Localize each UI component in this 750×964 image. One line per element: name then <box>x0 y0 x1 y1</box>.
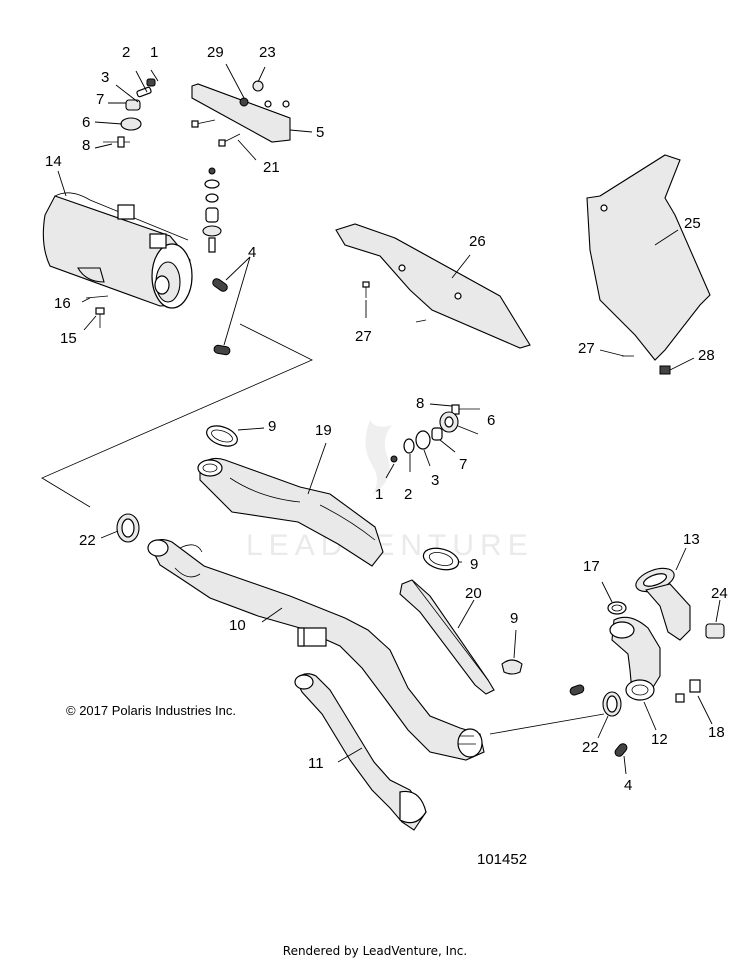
callout-10: 10 <box>229 617 246 634</box>
callout-9: 9 <box>268 418 276 435</box>
header-pipe-12 <box>609 616 661 731</box>
shield-20 <box>399 579 495 695</box>
clamp-9-middle <box>422 547 462 571</box>
stud-18 <box>675 679 713 725</box>
muffler-hardware <box>81 295 109 331</box>
seal-ring-17 <box>601 581 627 615</box>
footer-rendered-by: Rendered by LeadVenture, Inc. <box>282 944 468 958</box>
pipe-11 <box>294 673 427 831</box>
callout-15: 15 <box>60 330 77 347</box>
muffler-14 <box>42 170 193 309</box>
callout-14: 14 <box>45 153 62 170</box>
header-flange-13 <box>635 547 691 641</box>
pipe-10 <box>147 539 485 761</box>
springs-4-upper <box>212 256 251 356</box>
callout-28: 28 <box>698 347 715 364</box>
watermark-text: LEADVENTURE <box>246 529 534 562</box>
copyright-notice: © 2017 Polaris Industries Inc. <box>66 703 236 718</box>
callout-11: 11 <box>308 755 324 772</box>
callout-4b: 4 <box>624 777 632 794</box>
callout-6: 6 <box>82 114 90 131</box>
callout-13: 13 <box>683 531 700 548</box>
callout-20: 20 <box>465 585 482 602</box>
callout-2b: 2 <box>404 486 412 503</box>
callout-24: 24 <box>711 585 728 602</box>
diagram-id: 101452 <box>477 851 528 868</box>
callout-12: 12 <box>651 731 668 748</box>
mount-hardware-upper <box>94 69 159 149</box>
callout-8b: 8 <box>416 395 424 412</box>
callout-3: 3 <box>101 69 109 86</box>
callout-5: 5 <box>316 124 324 141</box>
callout-8: 8 <box>82 137 90 154</box>
callout-9c: 9 <box>510 610 518 627</box>
callout-29: 29 <box>207 44 224 61</box>
heat-shield-26 <box>335 223 531 349</box>
callout-21: 21 <box>263 159 280 176</box>
callout-7: 7 <box>96 91 104 108</box>
watermark: LEADVENTURE <box>246 420 534 562</box>
clamp-9-lower <box>501 629 523 675</box>
callout-9b: 9 <box>470 556 478 573</box>
callout-22b: 22 <box>582 739 599 756</box>
bracket-5 <box>191 63 313 161</box>
callout-labels: 1 2 3 7 6 8 29 23 5 21 14 4 16 15 26 27 … <box>45 44 728 794</box>
callout-19: 19 <box>315 422 332 439</box>
mount-hardware-middle <box>385 403 480 479</box>
callout-7b: 7 <box>459 456 467 473</box>
plug-24 <box>705 599 725 639</box>
clamp-9-upper <box>206 425 265 447</box>
callout-25: 25 <box>684 215 701 232</box>
callout-3b: 3 <box>431 472 439 489</box>
callout-6b: 6 <box>487 412 495 429</box>
callout-27: 27 <box>355 328 372 345</box>
callout-22: 22 <box>79 532 96 549</box>
callout-4: 4 <box>248 244 256 261</box>
callout-23: 23 <box>259 44 276 61</box>
callout-26: 26 <box>469 233 486 250</box>
springs-4-lower <box>569 684 628 775</box>
gasket-22-left <box>100 513 140 543</box>
callout-2: 2 <box>122 44 130 61</box>
isolator-stack <box>202 167 222 253</box>
callout-1: 1 <box>150 44 158 61</box>
callout-27b: 27 <box>578 340 595 357</box>
callout-16: 16 <box>54 295 71 312</box>
callout-1b: 1 <box>375 486 383 503</box>
callout-17: 17 <box>583 558 600 575</box>
heat-shield-25 <box>586 154 711 375</box>
pipe-19 <box>197 442 384 567</box>
gasket-22-right <box>597 691 622 739</box>
reference-lines <box>41 323 605 735</box>
callout-18: 18 <box>708 724 725 741</box>
